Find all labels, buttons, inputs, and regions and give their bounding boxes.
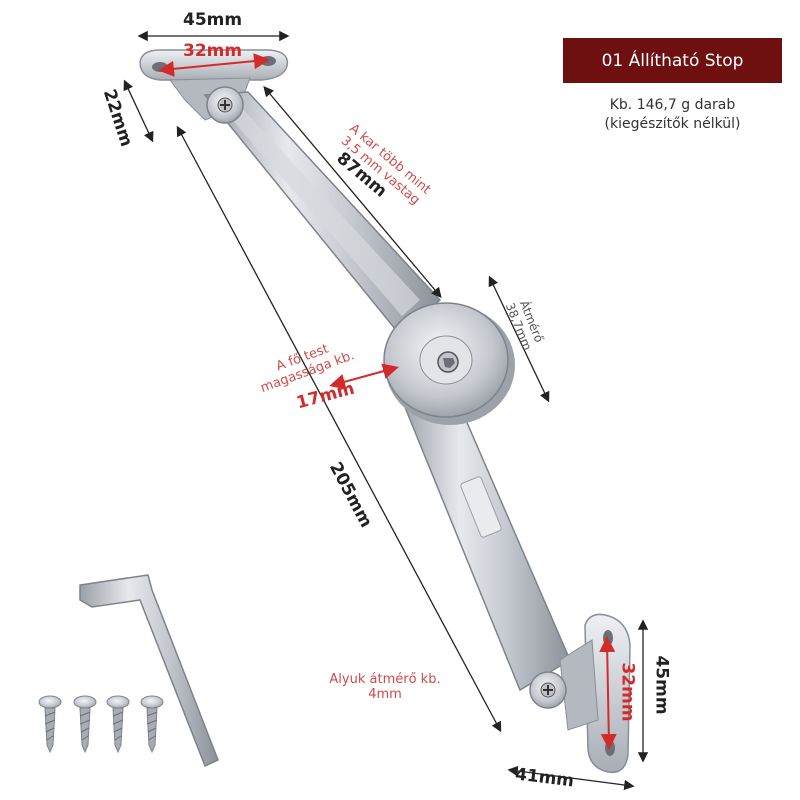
screw-4 — [140, 695, 164, 754]
weight-line-2: (kiegészítők nélkül) — [604, 116, 741, 132]
weight-line-1: Kb. 146,7 g darab — [609, 97, 736, 113]
weight-info: Kb. 146,7 g darab (kiegészítők nélkül) — [560, 96, 785, 134]
screw-3 — [106, 695, 130, 754]
lower-arm — [398, 394, 571, 692]
bottom-hole-spacing-label: 32mm — [617, 662, 638, 722]
central-hinge-disc — [383, 302, 515, 425]
hex-key — [79, 574, 219, 768]
hole-diameter-note: Alyuk átmérő kb. 4mm — [315, 672, 455, 702]
top-hole-spacing-label: 32mm — [183, 41, 243, 61]
top-plate-width-label: 45mm — [183, 10, 243, 30]
product-title-bar: 01 Állítható Stop — [563, 38, 782, 83]
screw-1 — [38, 695, 62, 754]
screw-2 — [73, 695, 97, 754]
bottom-mounting-plate — [529, 613, 631, 774]
hole-diameter-line-1: Alyuk átmérő kb. — [329, 672, 441, 687]
screws — [38, 695, 164, 754]
red-dimension-lines — [158, 53, 617, 750]
hole-diameter-line-2: 4mm — [368, 687, 402, 702]
dimension-lines — [123, 30, 649, 791]
upper-arm — [203, 86, 442, 337]
bottom-plate-height-label: 45mm — [651, 655, 672, 715]
product-title: 01 Állítható Stop — [601, 50, 744, 71]
bottom-hole-bottom — [605, 740, 615, 756]
